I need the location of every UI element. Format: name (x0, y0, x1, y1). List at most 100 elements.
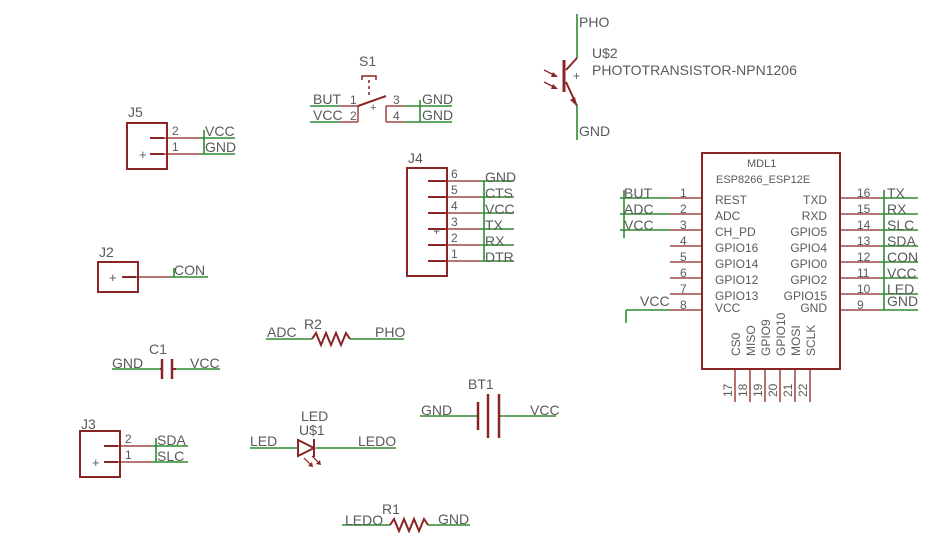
u2-net-gnd: GND (579, 123, 610, 139)
mdl1-pin14-num: 14 (857, 218, 871, 232)
mdl1-net-but: BUT (624, 185, 652, 201)
mdl1-pin2-name: ADC (715, 209, 741, 223)
mdl1-pin12-name: GPIO0 (790, 257, 827, 271)
mdl1-pin22-num: 22 (796, 383, 810, 397)
connector-j3: J3 + 2 1 SDA SLC (79, 416, 188, 478)
s1-pin1: 1 (350, 93, 357, 107)
mdl1-pin22-name: SCLK (804, 325, 818, 356)
mdl1-pin2-num: 2 (680, 202, 687, 216)
j5-net-vcc: VCC (205, 123, 235, 139)
j5-pin1: 1 (172, 140, 179, 154)
mdl1-net-rx: RX (887, 201, 907, 217)
mdl1-pin14-name: GPIO5 (790, 225, 827, 239)
led-value: LED (301, 408, 328, 424)
s1-pin4: 4 (393, 109, 400, 123)
mdl1-pin4-name: GPIO16 (715, 241, 759, 255)
j4-net-vcc: VCC (485, 201, 515, 217)
u2-ref: U$2 (592, 45, 618, 61)
mdl1-pin15-num: 15 (857, 202, 871, 216)
c1-net-vcc: VCC (190, 355, 220, 371)
mdl1-pin1-name: REST (715, 193, 748, 207)
led-net-ledo: LEDO (358, 433, 396, 449)
j4-net-rx: RX (485, 233, 505, 249)
j5-ref: J5 (128, 104, 143, 120)
mdl1-pin15-name: RXD (802, 209, 828, 223)
mdl1-pin20-name: GPIO10 (774, 312, 788, 356)
bt1-net-vcc: VCC (530, 402, 560, 418)
capacitor-c1: C1 GND VCC (112, 341, 220, 379)
j4-net-dtr: DTR (485, 249, 514, 265)
mdl1-pin16-num: 16 (857, 186, 871, 200)
mdl1-left-pins: 1 2 3 4 5 6 7 8 REST ADC CH_PD GPIO16 GP… (620, 185, 759, 323)
mdl1-value: ESP8266_ESP12E (716, 174, 810, 186)
r2-ref: R2 (304, 316, 322, 332)
mdl1-pin1-num: 1 (680, 186, 687, 200)
mdl1-bottom-pins: CS0 MISO GPIO9 GPIO10 MOSI SCLK 17 18 19… (721, 312, 818, 402)
mdl1-pin11-num: 11 (857, 266, 870, 280)
j4-plus-mark: + (433, 224, 440, 238)
mdl1-pin19-name: GPIO9 (759, 319, 773, 356)
j4-pin5: 5 (451, 183, 458, 197)
j2-ref: J2 (99, 244, 114, 260)
mdl1-pin20-num: 20 (766, 383, 780, 397)
s1-ref: S1 (359, 53, 376, 69)
led-ref: U$1 (299, 422, 325, 438)
s1-pin2: 2 (350, 109, 357, 123)
c1-ref: C1 (149, 341, 167, 357)
mdl1-pin5-name: GPIO14 (715, 257, 759, 271)
r1-ref: R1 (382, 501, 400, 517)
j4-ref: J4 (408, 150, 423, 166)
mdl1-net-sda: SDA (887, 233, 916, 249)
j3-net-sda: SDA (157, 432, 186, 448)
led-net-led: LED (250, 433, 277, 449)
mdl1-pin8-name: VCC (715, 301, 741, 315)
j4-pins: + 6 5 4 3 2 1 GND CTS VCC TX RX DTR (428, 167, 516, 265)
mdl1-net-vcc-chpd: VCC (624, 217, 654, 233)
mdl1-pin18-num: 18 (736, 383, 750, 397)
mdl1-right-pins: 16 15 14 13 12 11 10 9 TXD RXD GPIO5 GPI… (784, 185, 918, 315)
mdl1-pin7-num: 7 (680, 282, 687, 296)
mdl1-pin19-num: 19 (751, 383, 765, 397)
mdl1-pin6-num: 6 (680, 266, 687, 280)
j3-plus-mark: + (92, 455, 100, 470)
s1-plus-mark: + (370, 102, 376, 114)
battery-bt1: BT1 GND VCC (420, 376, 560, 438)
j3-pin2: 2 (125, 432, 132, 446)
j4-pin3: 3 (451, 215, 458, 229)
s1-net-gnd-a: GND (422, 91, 453, 107)
switch-s1: S1 + 1 2 3 4 BUT VCC GND GND (310, 53, 453, 123)
mdl1-net-tx: TX (887, 185, 906, 201)
c1-net-gnd: GND (112, 355, 143, 371)
r2-net-adc: ADC (267, 324, 297, 340)
mdl1-pin5-num: 5 (680, 250, 687, 264)
s1-net-but: BUT (313, 91, 341, 107)
mdl1-pin6-name: GPIO12 (715, 273, 759, 287)
mdl1-pin10-name: GPIO15 (784, 289, 828, 303)
mdl1-pin4-num: 4 (680, 234, 687, 248)
mdl1-net-gnd: GND (887, 293, 918, 309)
mdl1-pin3-name: CH_PD (715, 225, 756, 239)
s1-net-gnd-b: GND (422, 107, 453, 123)
j5-plus-mark: + (139, 147, 147, 162)
resistor-r1: R1 LEDO GND (342, 501, 470, 534)
connector-j2: J2 + CON (97, 244, 208, 293)
u2-value: PHOTOTRANSISTOR-NPN1206 (592, 62, 797, 78)
j3-net-slc: SLC (157, 448, 184, 464)
j4-net-cts: CTS (485, 185, 513, 201)
mdl1-net-vcc-right: VCC (887, 265, 917, 281)
led-u1: LED U$1 LED LEDO (250, 408, 396, 467)
j3-pin1: 1 (125, 448, 132, 462)
j2-plus-mark: + (109, 270, 117, 285)
phototransistor-u2: PHO GND + U$2 PHOTOTRANSISTOR-NPN1206 (543, 14, 797, 140)
mdl1-pin18-name: MISO (744, 325, 758, 356)
mdl1-net-adc: ADC (624, 201, 654, 217)
mdl1-pin13-name: GPIO4 (790, 241, 827, 255)
module-mdl1: MDL1 ESP8266_ESP12E 1 2 3 4 5 6 7 8 REST… (620, 152, 918, 402)
bt1-ref: BT1 (468, 376, 494, 392)
r1-net-ledo: LEDO (345, 512, 383, 528)
j4-pin2: 2 (451, 231, 458, 245)
j5-net-gnd: GND (205, 139, 236, 155)
mdl1-ref: MDL1 (747, 158, 776, 170)
j5-pin2: 2 (172, 124, 179, 138)
